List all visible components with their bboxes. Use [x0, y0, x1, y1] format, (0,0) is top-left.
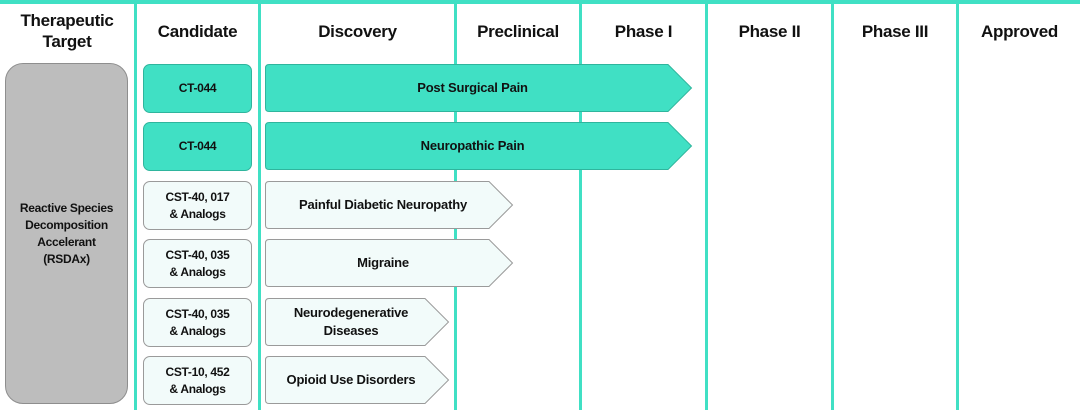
progress-arrow-shape — [265, 298, 450, 346]
header-discovery: Discovery — [318, 21, 397, 41]
header-therapeutic-target: Therapeutic Target — [20, 11, 114, 51]
column-divider — [134, 0, 137, 410]
progress-arrow-shape — [265, 181, 514, 229]
progress-arrow: Opioid Use Disorders — [265, 356, 450, 407]
column-divider — [579, 0, 582, 410]
progress-arrow: Neuropathic Pain — [265, 122, 693, 173]
progress-arrow: Post Surgical Pain — [265, 64, 693, 115]
candidate-box: CST-40, 035 & Analogs — [143, 298, 252, 347]
progress-arrow: Painful Diabetic Neuropathy — [265, 181, 514, 232]
indication-label: Neuropathic Pain — [420, 138, 525, 153]
progress-arrow: Migraine — [265, 239, 514, 290]
column-divider — [956, 0, 959, 410]
indication-label: Migraine — [357, 255, 409, 270]
progress-arrow-shape — [265, 122, 693, 170]
top-rule — [0, 0, 1080, 4]
candidate-box: CST-40, 017 & Analogs — [143, 181, 252, 230]
therapeutic-target-box: Reactive Species Decomposition Acceleran… — [5, 63, 128, 404]
column-divider — [831, 0, 834, 410]
candidate-box: CT-044 — [143, 122, 252, 171]
candidate-box: CST-10, 452 & Analogs — [143, 356, 252, 405]
candidate-box: CST-40, 035 & Analogs — [143, 239, 252, 288]
header-approved: Approved — [981, 21, 1058, 41]
column-divider — [258, 0, 261, 410]
header-preclinical: Preclinical — [477, 21, 559, 41]
header-candidate: Candidate — [157, 21, 238, 41]
header-phase-2: Phase II — [738, 21, 801, 41]
column-divider — [705, 0, 708, 410]
progress-arrow-shape — [265, 239, 514, 287]
progress-arrow: Neurodegenerative Diseases — [265, 298, 450, 349]
indication-label: Painful Diabetic Neuropathy — [299, 197, 467, 212]
header-phase-3: Phase III — [861, 21, 929, 41]
header-phase-1: Phase I — [614, 21, 673, 41]
indication-label: Opioid Use Disorders — [286, 372, 416, 387]
progress-arrow-shape — [265, 356, 450, 404]
progress-arrow-shape — [265, 64, 693, 112]
candidate-box: CT-044 — [143, 64, 252, 113]
indication-label: Neurodegenerative Diseases — [293, 305, 409, 338]
indication-label: Post Surgical Pain — [417, 80, 528, 95]
